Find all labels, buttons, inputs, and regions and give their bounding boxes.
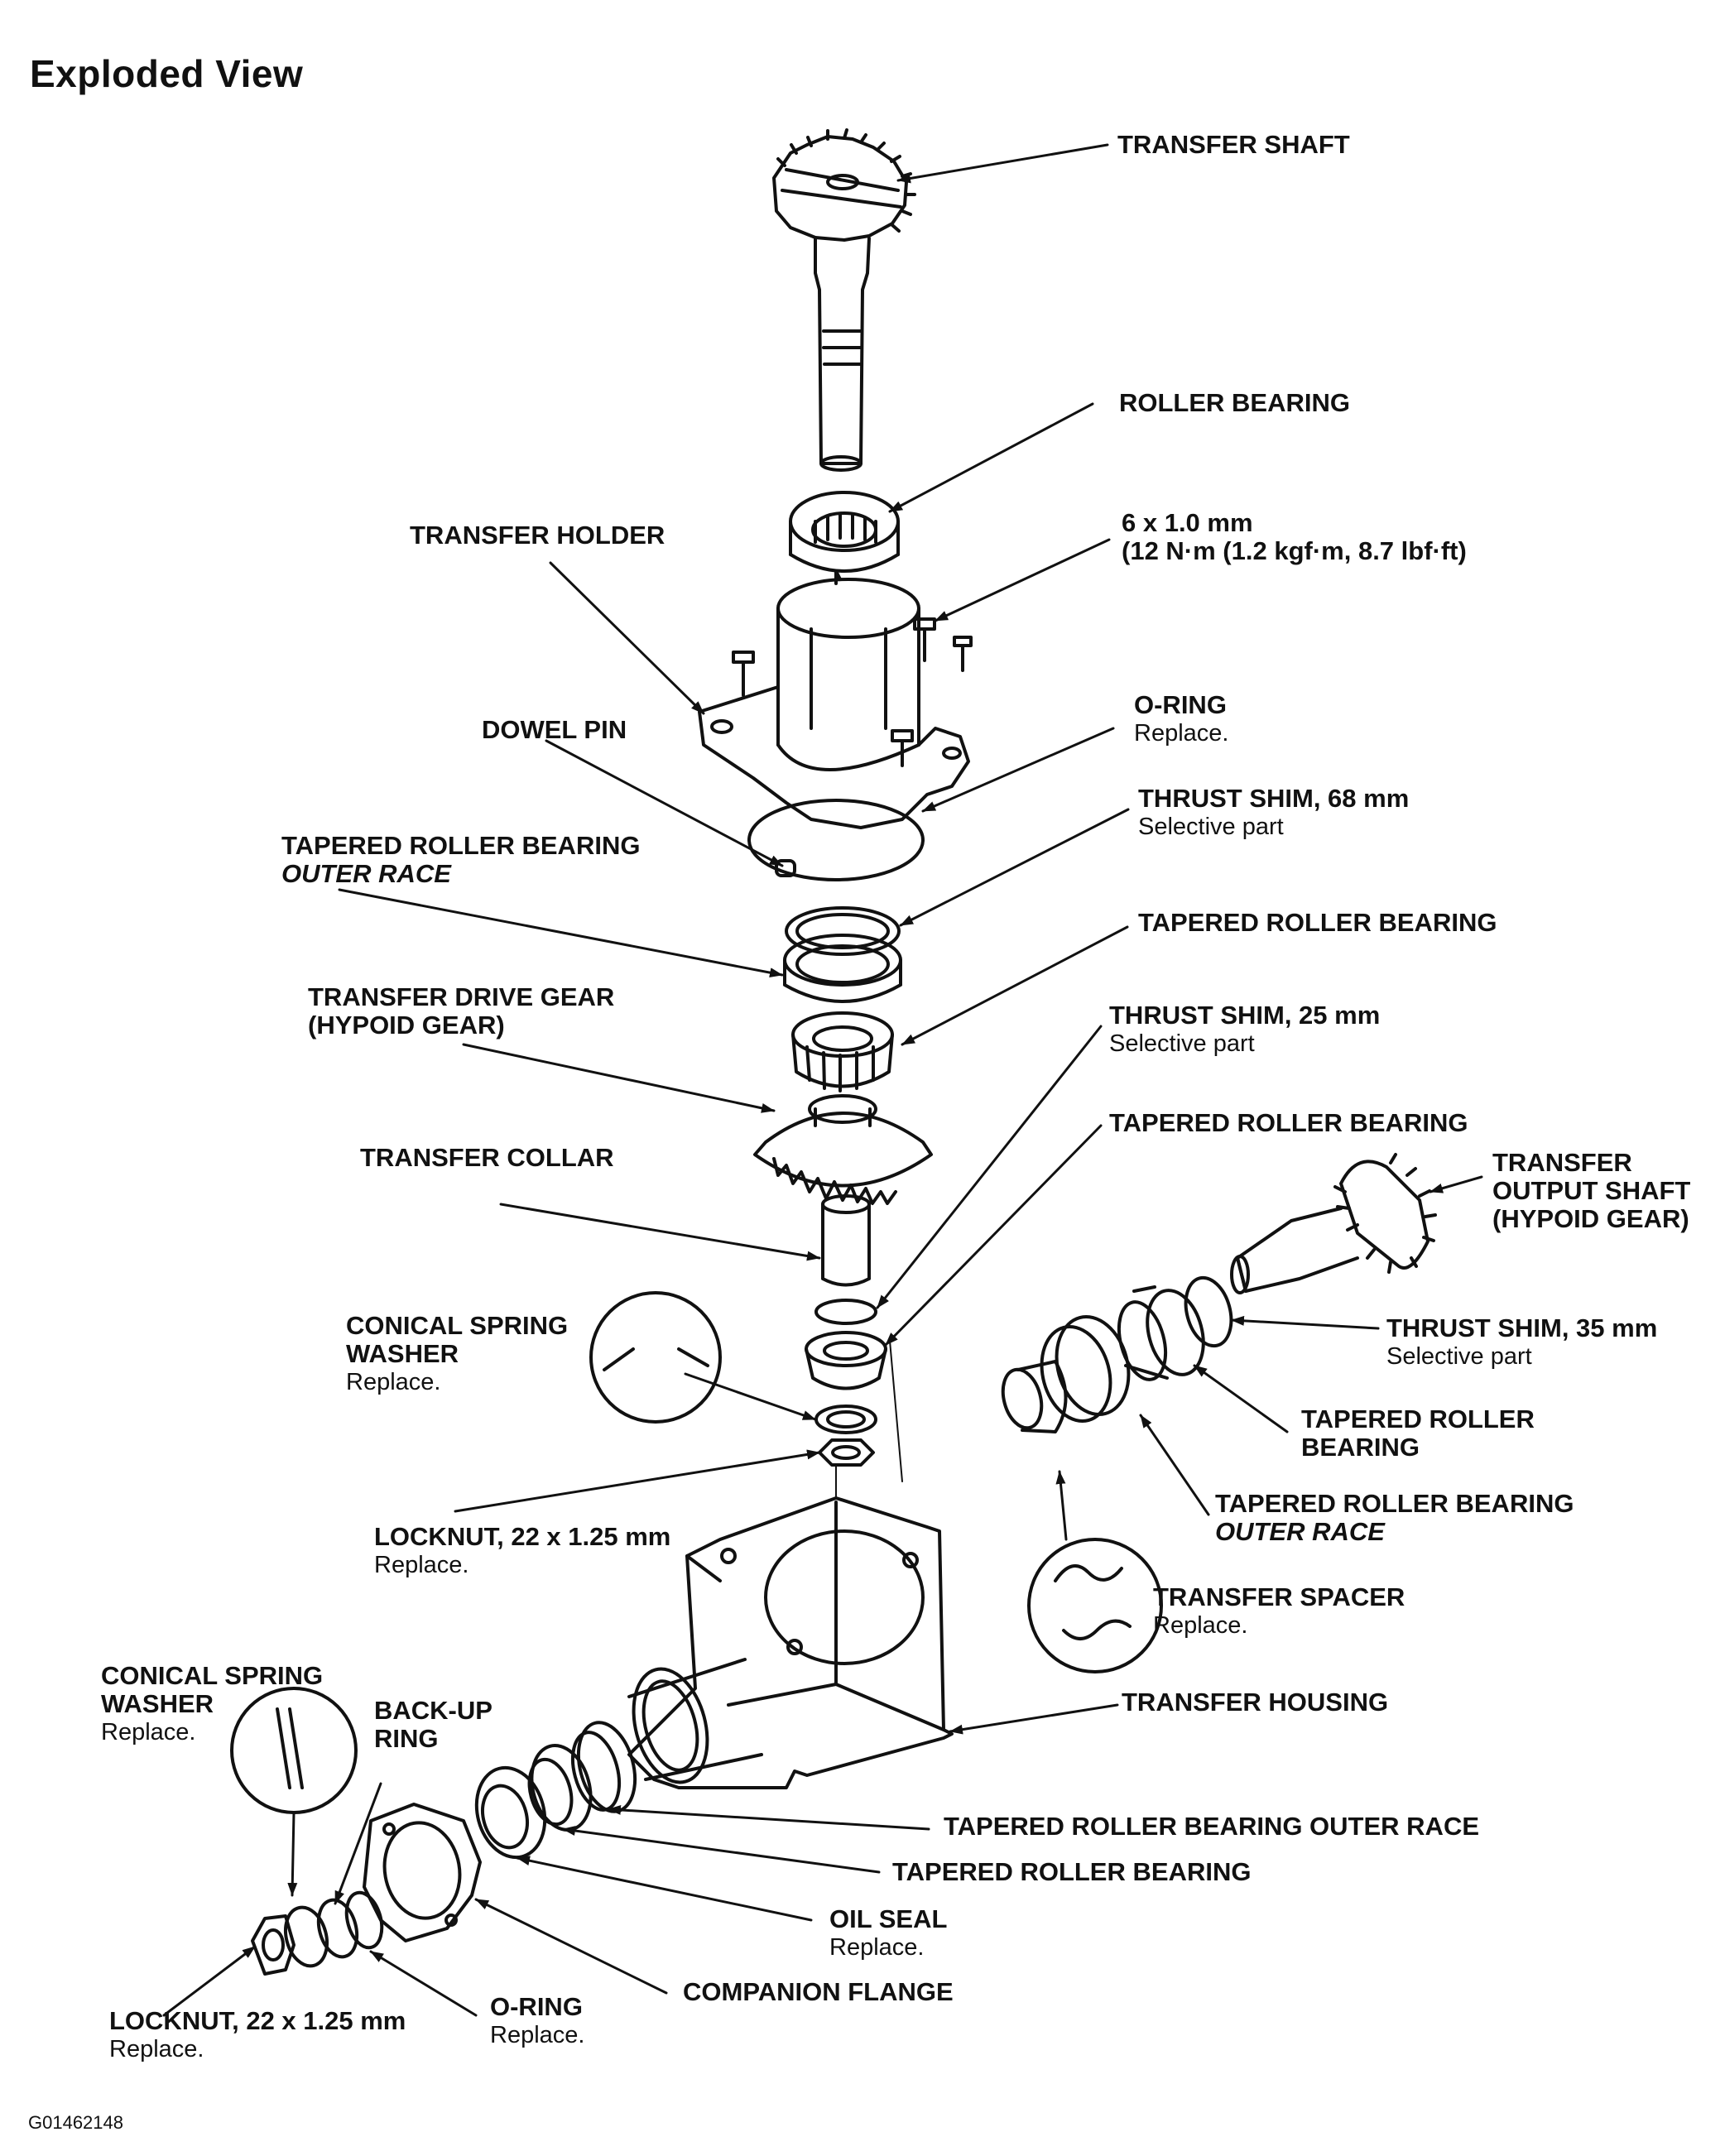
label-trb-outer-race-lower: TAPERED ROLLER BEARING OUTER RACE	[944, 1812, 1480, 1841]
label-conical-spring-washer-lower: CONICAL SPRING WASHER Replace.	[101, 1661, 324, 1746]
label-locknut-upper: LOCKNUT, 22 x 1.25 mm Replace.	[374, 1522, 671, 1579]
label-conical-spring-washer-upper: CONICAL SPRING WASHER Replace.	[346, 1311, 569, 1396]
spacer-detail-magnifier	[1027, 1538, 1163, 1673]
transfer-shaft-part	[772, 128, 916, 472]
label-transfer-spacer: TRANSFER SPACER Replace.	[1153, 1582, 1405, 1640]
label-transfer-output-shaft: TRANSFER OUTPUT SHAFT (HYPOID GEAR)	[1492, 1148, 1691, 1233]
outer-race-right-part	[1040, 1315, 1131, 1423]
transfer-output-shaft-part	[1230, 1153, 1437, 1294]
figure-code: G01462148	[28, 2112, 123, 2133]
companion-flange-part	[363, 1803, 482, 1942]
label-trb-outer-race-right: TAPERED ROLLER BEARING OUTER RACE	[1215, 1489, 1574, 1546]
label-transfer-housing: TRANSFER HOUSING	[1122, 1688, 1389, 1717]
washer-detail-magnifier-upper	[589, 1291, 722, 1424]
conical-spring-washer-part	[814, 1405, 877, 1434]
label-thrust-shim-68: THRUST SHIM, 68 mm Selective part	[1138, 784, 1410, 841]
label-transfer-drive-gear: TRANSFER DRIVE GEAR (HYPOID GEAR)	[308, 982, 615, 1040]
leader-lines	[162, 143, 1483, 2017]
label-locknut-lower: LOCKNUT, 22 x 1.25 mm Replace.	[109, 2006, 406, 2063]
dowel-pin-part	[775, 859, 796, 877]
label-oil-seal: OIL SEAL Replace.	[829, 1904, 948, 1962]
transfer-spacer-part	[1001, 1360, 1068, 1433]
locknut-lower-part	[251, 1914, 296, 1976]
transfer-drive-gear-part	[753, 1094, 933, 1205]
label-dowel-pin: DOWEL PIN	[482, 715, 627, 744]
label-tapered-roller-bearing-upper: TAPERED ROLLER BEARING	[1138, 908, 1497, 937]
thrust-shim-35-part	[1184, 1275, 1233, 1348]
thrust-shim-25-part	[814, 1299, 877, 1325]
label-backup-ring: BACK-UP RING	[374, 1696, 493, 1753]
backup-ring-part	[316, 1898, 359, 1959]
label-bolt-spec: 6 x 1.0 mm (12 N·m (1.2 kgf·m, 8.7 lbf·f…	[1122, 508, 1467, 565]
transfer-housing-part	[627, 1496, 954, 1789]
label-o-ring-lower: O-RING Replace.	[490, 1992, 585, 2049]
tapered-roller-bearing-mid-part	[805, 1331, 887, 1390]
label-thrust-shim-35: THRUST SHIM, 35 mm Selective part	[1386, 1313, 1658, 1371]
label-companion-flange: COMPANION FLANGE	[683, 1977, 954, 2006]
label-o-ring-top: O-RING Replace.	[1134, 690, 1229, 747]
label-tapered-roller-bearing-right: TAPERED ROLLER BEARING	[1301, 1405, 1535, 1462]
transfer-holder-part	[698, 569, 973, 829]
label-transfer-holder: TRANSFER HOLDER	[410, 521, 665, 550]
label-tapered-roller-bearing-mid: TAPERED ROLLER BEARING	[1109, 1108, 1468, 1137]
label-transfer-shaft: TRANSFER SHAFT	[1117, 130, 1350, 159]
label-trb-outer-race-upper: TAPERED ROLLER BEARING OUTER RACE	[281, 831, 641, 888]
o-ring-top-part	[747, 799, 925, 881]
roller-bearing-part	[789, 491, 900, 573]
tapered-roller-bearing-upper-part	[791, 1011, 894, 1092]
locknut-upper-part	[818, 1438, 875, 1467]
page-title: Exploded View	[30, 52, 304, 95]
label-transfer-collar: TRANSFER COLLAR	[360, 1143, 614, 1172]
label-tapered-roller-bearing-lower: TAPERED ROLLER BEARING	[892, 1857, 1252, 1886]
outer-race-lower-part	[576, 1721, 637, 1813]
label-thrust-shim-25: THRUST SHIM, 25 mm Selective part	[1109, 1001, 1381, 1058]
transfer-collar-part	[821, 1194, 871, 1287]
outer-race-upper-part	[783, 934, 902, 1003]
label-roller-bearing: ROLLER BEARING	[1119, 388, 1350, 417]
conical-washer-lower-part	[284, 1905, 329, 1968]
o-ring-lower-part	[344, 1890, 384, 1950]
